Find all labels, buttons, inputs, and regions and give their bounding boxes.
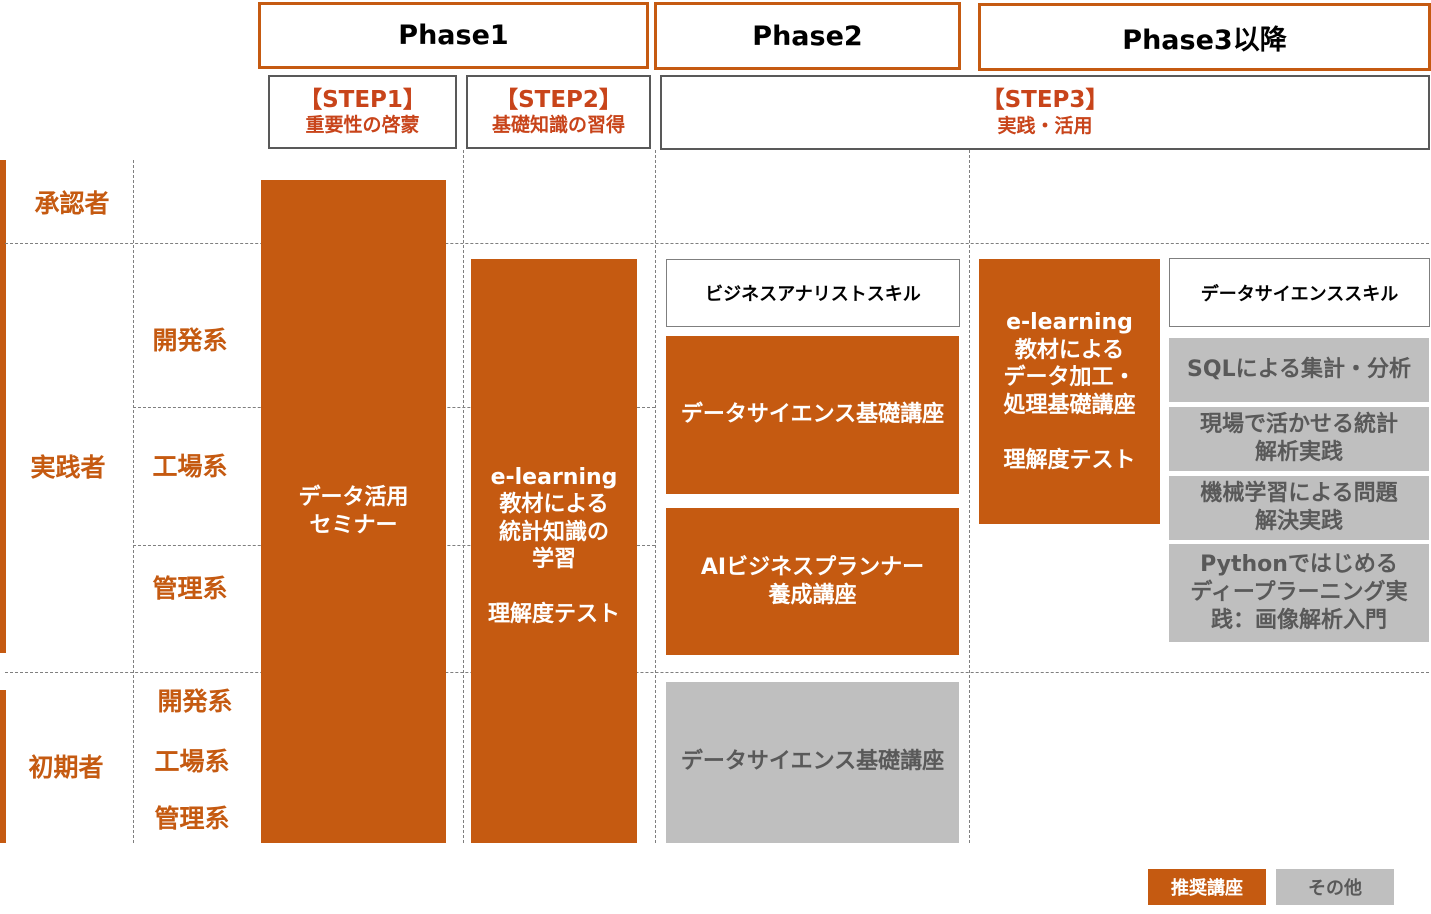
course-stats-practice: 現場で活かせる統計 解析実践 [1169,407,1429,471]
course-ml-practice: 機械学習による問題 解決実践 [1169,476,1429,540]
phase2-label: Phase2 [752,20,863,52]
course-ds-basic-other: データサイエンス基礎講座 [666,682,959,843]
course-sql: SQLによる集計・分析 [1169,338,1429,402]
course-seminar: データ活用 セミナー [261,180,446,843]
course-elearning-data: e-learning 教材による データ加工・ 処理基礎講座 理解度テスト [979,259,1160,524]
role-approver: 承認者 [34,189,110,218]
business-analyst-skill-header: ビジネスアナリストスキル [666,259,960,327]
divider [133,160,134,843]
course-elearning-stats: e-learning 教材による 統計知識の 学習 理解度テスト [471,259,637,843]
practitioner-bar [0,160,6,653]
beginner-dept-mgmt: 管理系 [154,804,230,833]
phase1-header: Phase1 [258,2,649,69]
step3-sub: 実践・活用 [997,114,1093,137]
phase3-header: Phase3以降 [978,3,1431,71]
beginner-dept-factory: 工場系 [154,747,230,776]
divider [655,150,656,843]
beginner-bar [0,690,6,843]
dept-factory: 工場系 [152,452,228,481]
phase1-label: Phase1 [398,20,509,51]
divider [5,672,1429,673]
ds-skill-header: データサイエンススキル [1169,258,1430,327]
dept-dev: 開発系 [152,326,228,355]
divider [463,150,464,843]
phase3-label: Phase3以降 [1122,24,1287,56]
course-ds-basic: データサイエンス基礎講座 [666,336,959,494]
legend-recommended: 推奨講座 [1148,869,1266,905]
role-practitioner: 実践者 [30,453,106,482]
beginner-dept-dev: 開発系 [157,687,233,716]
divider [969,150,970,843]
step1-label: 【STEP1】 [299,86,426,113]
step3-label: 【STEP3】 [981,87,1109,114]
course-ai-planner: AIビジネスプランナー 養成講座 [666,508,959,655]
step2-sub: 基礎知識の習得 [491,114,625,137]
step1-sub: 重要性の啓蒙 [305,114,420,137]
step3-box: 【STEP3】実践・活用 [660,75,1430,150]
dept-mgmt: 管理系 [152,574,228,603]
role-beginner: 初期者 [28,753,104,782]
course-python-dl: Pythonではじめる ディープラーニング実 践：画像解析入門 [1169,544,1429,642]
phase2-header: Phase2 [654,2,961,70]
legend-other: その他 [1276,869,1394,905]
step1-box: 【STEP1】重要性の啓蒙 [268,75,457,149]
step2-label: 【STEP2】 [495,86,622,113]
step2-box: 【STEP2】基礎知識の習得 [466,75,651,149]
divider [5,243,1429,244]
